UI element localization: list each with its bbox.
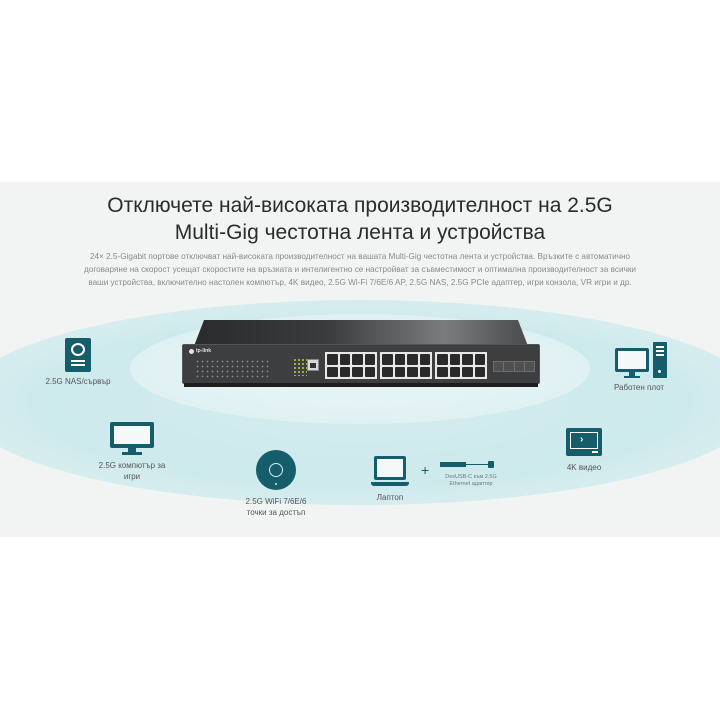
video-label: 4K видео: [566, 463, 602, 472]
desktop-pc-icon: [609, 340, 669, 380]
rj45-port-block-1: [325, 352, 377, 379]
access-point-label: 2.5G WiFi 7/6E/6 точки за достъп: [245, 497, 307, 517]
sfp-port-block: [493, 361, 535, 372]
title-line-2: Multi-Gig честотна лента и устройства: [174, 221, 546, 244]
adapter-label: DesUSB-C към 2.5G Ethernet адаптер: [445, 474, 497, 487]
tp-link-logo-icon: [189, 348, 194, 354]
desktop-label: Работен плот: [613, 383, 665, 392]
switch-base: [184, 383, 538, 387]
title-line-1: Отключете най-високата производителност …: [107, 194, 613, 217]
nas-server-icon: [65, 338, 91, 372]
device-gaming-pc: 2.5G компютър за игри: [92, 422, 172, 482]
network-switch-image: tp-link: [180, 320, 542, 392]
plus-icon: +: [421, 462, 430, 478]
usb-adapter-icon: [440, 460, 496, 470]
system-leds: [293, 358, 307, 376]
nas-label: 2.5G NAS/сървър: [45, 377, 111, 386]
rj45-port-block-3: [435, 352, 487, 379]
gaming-pc-label: 2.5G компютър за игри: [98, 461, 166, 481]
video-player-icon: ›: [566, 428, 602, 456]
console-port: [307, 359, 319, 371]
laptop-label: Лаптоп: [376, 493, 404, 502]
rj45-port-block-2: [380, 352, 432, 379]
device-usb-adapter: DesUSB-C към 2.5G Ethernet адаптер: [436, 460, 506, 488]
laptop-icon: [371, 456, 409, 488]
device-access-point: 2.5G WiFi 7/6E/6 точки за достъп: [236, 450, 316, 518]
monitor-icon: [110, 422, 154, 456]
device-nas: 2.5G NAS/сървър: [38, 338, 118, 387]
device-desktop: Работен плот: [600, 340, 678, 393]
switch-brand: tp-link: [189, 348, 211, 354]
banner-title: Отключете най-високата производителност …: [0, 192, 720, 246]
switch-front-panel: tp-link: [182, 344, 540, 384]
device-laptop: Лаптоп: [370, 456, 410, 503]
banner-description: 24× 2.5-Gigabit портове отключват най-ви…: [83, 252, 636, 287]
device-4k-video: › 4K видео: [554, 428, 614, 473]
status-led-grid: [195, 359, 270, 379]
switch-top-cover: [194, 320, 528, 346]
access-point-icon: [256, 450, 296, 490]
feature-banner: Отключете най-високата производителност …: [0, 182, 720, 537]
